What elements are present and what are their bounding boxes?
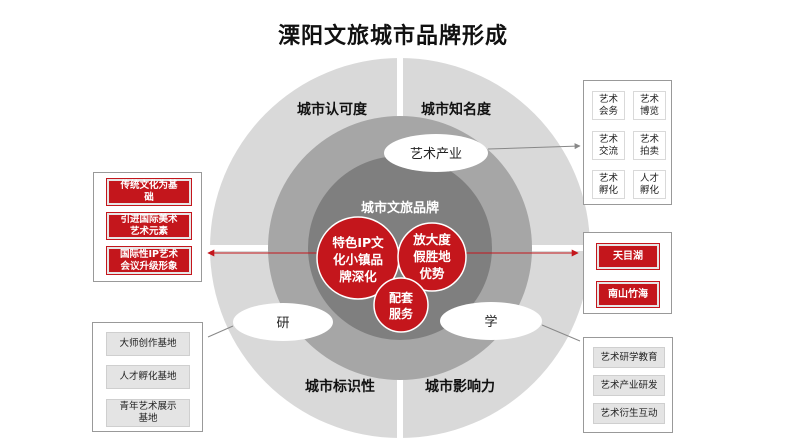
oval-research-label: 研 bbox=[276, 316, 289, 331]
chip-art-exchange: 艺术交流 bbox=[592, 131, 625, 160]
core-bottom-line-1: 配套 bbox=[389, 290, 414, 305]
right-mid-box: 天目湖 南山竹海 bbox=[583, 232, 672, 314]
connector-study bbox=[541, 324, 581, 342]
core-right-line-1: 放大度 bbox=[412, 232, 451, 247]
left-bottom-box: 大师创作基地 人才孵化基地 青年艺术展示基地 bbox=[92, 322, 203, 432]
right-top-box: 艺术会务 艺术博览 艺术交流 艺术拍卖 艺术孵化 人才孵化 bbox=[583, 80, 672, 205]
chip-tianmu-lake: 天目湖 bbox=[597, 244, 659, 269]
chip-art-incubation: 艺术孵化 bbox=[592, 170, 625, 199]
connector-art-industry bbox=[487, 143, 581, 150]
oval-art-industry-label: 艺术产业 bbox=[410, 147, 462, 162]
quadrant-label-bottom-left: 城市标识性 bbox=[305, 378, 375, 395]
chip-traditional-culture: 传统文化为基础 bbox=[107, 179, 191, 205]
chip-art-auction: 艺术拍卖 bbox=[633, 131, 666, 160]
left-top-box: 传统文化为基础 引进国际美术艺术元素 国际性IP艺术会议升级形象 bbox=[93, 172, 202, 282]
core-right-line-3: 优势 bbox=[419, 266, 445, 281]
oval-art-industry bbox=[384, 134, 488, 172]
chip-art-expo: 艺术博览 bbox=[633, 91, 666, 120]
quadrant-label-bottom-right: 城市影响力 bbox=[425, 378, 495, 395]
core-circle-bottom bbox=[373, 277, 429, 333]
page-title: 溧阳文旅城市品牌形成 bbox=[277, 24, 508, 49]
connector-research bbox=[207, 325, 234, 338]
chip-youth-art-base: 青年艺术展示基地 bbox=[106, 399, 190, 427]
chip-art-conference: 艺术会务 bbox=[592, 91, 625, 120]
chip-art-industry-rd: 艺术产业研发 bbox=[593, 375, 665, 396]
core-left-line-1: 特色IP文 bbox=[332, 235, 384, 250]
core-right-line-2: 假胜地 bbox=[413, 249, 451, 264]
right-bottom-box: 艺术研学教育 艺术产业研发 艺术衍生互动 bbox=[583, 337, 673, 433]
core-left-line-2: 化小镇品 bbox=[333, 252, 383, 267]
core-label: 城市文旅品牌 bbox=[361, 200, 439, 216]
oval-study-label: 学 bbox=[484, 314, 497, 330]
chip-art-derivative-interaction: 艺术衍生互动 bbox=[593, 403, 665, 424]
chip-talent-incubation: 人才孵化 bbox=[633, 170, 666, 199]
chip-art-study-education: 艺术研学教育 bbox=[593, 347, 665, 368]
quadrant-label-top-right: 城市知名度 bbox=[421, 101, 492, 118]
chip-nanshan-bamboo: 南山竹海 bbox=[597, 282, 659, 307]
oval-research bbox=[233, 303, 333, 341]
core-bottom-line-2: 服务 bbox=[389, 306, 414, 321]
core-circle-right bbox=[397, 222, 467, 292]
core-left-line-3: 牌深化 bbox=[339, 269, 377, 284]
chip-ip-conference: 国际性IP艺术会议升级形象 bbox=[107, 247, 191, 274]
quadrant-label-top-left: 城市认可度 bbox=[297, 101, 368, 118]
chip-master-creation-base: 大师创作基地 bbox=[106, 332, 190, 356]
chip-international-art: 引进国际美术艺术元素 bbox=[107, 213, 191, 239]
oval-study bbox=[440, 302, 542, 340]
chip-talent-incubation-base: 人才孵化基地 bbox=[106, 365, 190, 389]
